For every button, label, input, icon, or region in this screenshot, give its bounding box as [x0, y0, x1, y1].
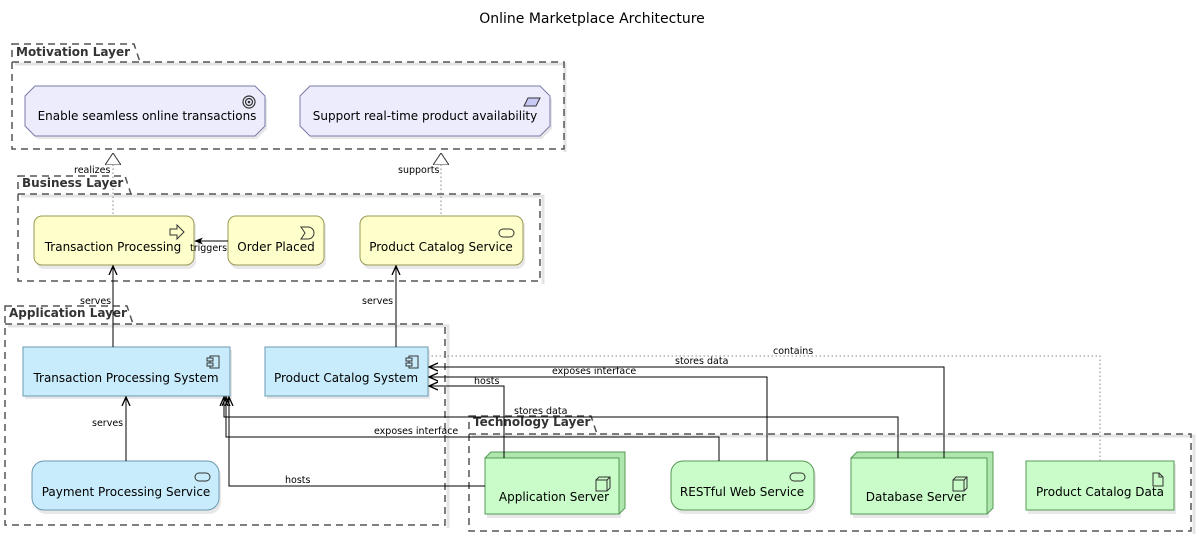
edge-serves-payment-label: serves — [92, 418, 123, 429]
service-icon — [194, 472, 211, 482]
edge-serves-catalog: serves — [362, 266, 396, 347]
component-transaction-processing-system-label: Transaction Processing System — [32, 371, 218, 385]
requirement-product-availability[interactable]: Support real-time product availability — [299, 85, 552, 139]
edge-exposes-interface-catalog: exposes interface — [429, 366, 768, 461]
edge-exposes-interface-transaction: exposes interface — [226, 397, 720, 461]
edge-exposes-interface-transaction-label: exposes interface — [374, 426, 458, 437]
node-application-server-label: Application Server — [499, 490, 609, 504]
component-transaction-processing-system[interactable]: Transaction Processing System — [22, 346, 232, 399]
node-database-server-label: Database Server — [866, 490, 966, 504]
edge-triggers: triggers — [190, 237, 228, 254]
edge-hosts-catalog: hosts — [429, 376, 505, 458]
application-layer-label: Application Layer — [9, 306, 127, 320]
process-icon — [169, 223, 185, 241]
process-transaction-processing-label: Transaction Processing — [44, 240, 182, 254]
edge-exposes-interface-catalog-label: exposes interface — [552, 366, 636, 377]
requirement-product-availability-label: Support real-time product availability — [313, 109, 537, 123]
artifact-icon — [1152, 472, 1164, 487]
node-icon — [952, 476, 968, 492]
node-icon — [595, 476, 611, 492]
service-restful-web-label: RESTful Web Service — [680, 485, 804, 499]
service-product-catalog-business[interactable]: Product Catalog Service — [359, 215, 525, 269]
edge-contains-label: contains — [773, 346, 813, 357]
goal-enable-transactions-label: Enable seamless online transactions — [38, 109, 257, 123]
component-icon — [405, 355, 419, 369]
edge-realizes-label: realizes — [74, 165, 110, 176]
technology-layer-label: Technology Layer — [473, 415, 590, 429]
edge-stores-data-catalog-label: stores data — [675, 356, 728, 367]
requirement-icon — [523, 97, 541, 107]
edge-serves-catalog-label: serves — [362, 296, 393, 307]
edge-stores-data-transaction-label: stores data — [514, 406, 567, 417]
goal-icon — [242, 95, 256, 109]
service-icon — [498, 228, 515, 238]
component-product-catalog-system[interactable]: Product Catalog System — [264, 346, 430, 399]
node-application-server[interactable]: Application Server — [484, 451, 626, 518]
motivation-layer: Motivation Layer — [11, 43, 567, 152]
edge-hosts-transaction-label: hosts — [285, 475, 311, 486]
motivation-layer-label: Motivation Layer — [16, 45, 130, 59]
component-icon — [206, 355, 220, 369]
diagram-title: Online Marketplace Architecture — [479, 11, 705, 27]
edge-contains: contains — [429, 346, 1101, 461]
edge-stores-data-transaction: stores data — [224, 397, 899, 458]
goal-enable-transactions[interactable]: Enable seamless online transactions — [24, 85, 267, 139]
process-transaction-processing[interactable]: Transaction Processing — [33, 215, 196, 269]
service-payment-processing[interactable]: Payment Processing Service — [31, 460, 221, 514]
event-icon — [300, 226, 315, 240]
edge-triggers-label: triggers — [190, 243, 227, 254]
service-payment-processing-label: Payment Processing Service — [42, 485, 211, 499]
event-order-placed[interactable]: Order Placed — [227, 215, 326, 269]
artifact-product-catalog-data-label: Product Catalog Data — [1036, 485, 1164, 499]
edge-serves-transaction: serves — [80, 266, 113, 347]
edge-serves-transaction-label: serves — [80, 296, 111, 307]
node-database-server[interactable]: Database Server — [850, 451, 994, 518]
edge-hosts-catalog-label: hosts — [474, 376, 500, 387]
business-layer: Business Layer — [17, 175, 545, 284]
component-product-catalog-system-label: Product Catalog System — [274, 371, 418, 385]
service-restful-web[interactable]: RESTful Web Service — [670, 460, 816, 514]
edge-supports: supports — [398, 154, 441, 214]
artifact-product-catalog-data[interactable]: Product Catalog Data — [1025, 460, 1176, 514]
edge-stores-data-catalog: stores data — [429, 356, 945, 458]
business-layer-label: Business Layer — [22, 176, 123, 190]
event-order-placed-label: Order Placed — [237, 240, 314, 254]
edge-supports-label: supports — [398, 165, 439, 176]
application-layer: Application Layer — [4, 305, 450, 528]
edge-serves-payment: serves — [92, 397, 126, 461]
edge-hosts-transaction: hosts — [229, 397, 485, 487]
edge-realizes: realizes — [74, 154, 113, 214]
technology-layer: Technology Layer — [468, 415, 1196, 534]
service-icon — [789, 472, 806, 482]
service-product-catalog-business-label: Product Catalog Service — [369, 240, 513, 254]
